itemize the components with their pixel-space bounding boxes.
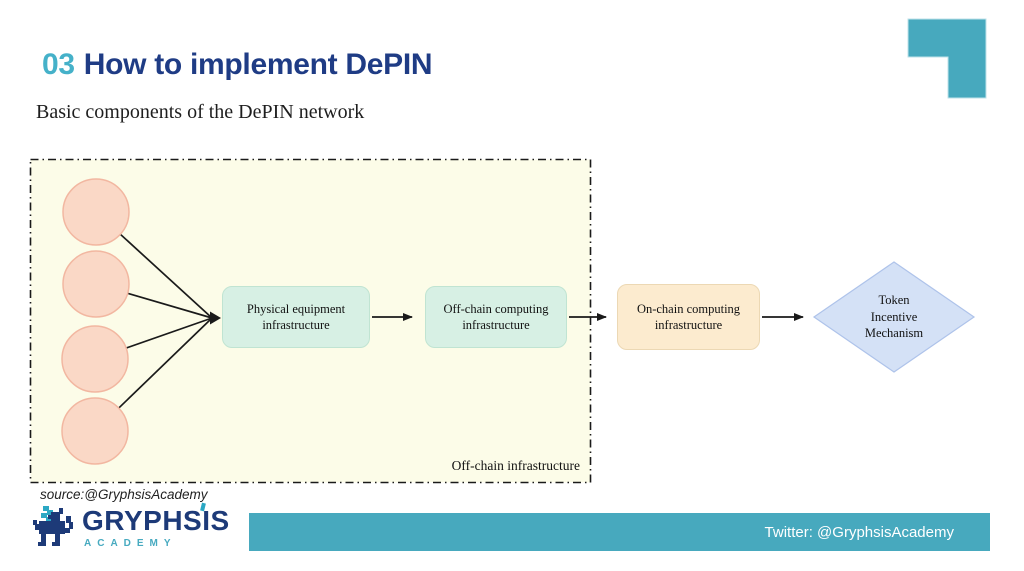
griffin-icon [33,506,73,546]
converge-arrowhead-icon [210,311,221,325]
device-circle [62,250,130,318]
source-note: source:@GryphsisAcademy [40,487,208,502]
token-line-3: Mechanism [864,326,924,340]
subtitle: Basic components of the DePIN network [36,101,365,123]
device-circle [62,178,130,246]
device-circles [61,178,130,465]
twitter-handle: Twitter: @GryphsisAcademy [764,523,954,541]
token-incentive-diamond [812,261,976,373]
title-text: How to implement DePIN [83,48,433,81]
token-line-1: Token [878,293,910,307]
logo-wordmark: GRYPHSIS [82,505,230,536]
twitter-bar: Twitter: @GryphsisAcademy [249,513,990,551]
node-physical-equipment: Physical equipment infrastructure [222,286,370,348]
node-offchain-computing: Off-chain computing infrastructure [425,286,567,348]
gryphsis-logo: GRYPHSIS ACADEMY [33,502,230,552]
logo-text: GRYPHSIS ACADEMY [82,502,230,550]
offchain-container-label: Off-chain infrastructure [451,458,580,473]
node-token-incentive-label: Token Incentive Mechanism [834,292,954,342]
logo-subtext: ACADEMY [84,538,177,550]
node-onchain-computing: On-chain computing infrastructure [617,284,760,350]
corner-accent-shape [907,18,987,99]
device-circle [61,397,129,465]
token-line-2: Incentive [870,309,918,324]
section-number: 03 [42,48,75,81]
device-circle [61,325,129,393]
